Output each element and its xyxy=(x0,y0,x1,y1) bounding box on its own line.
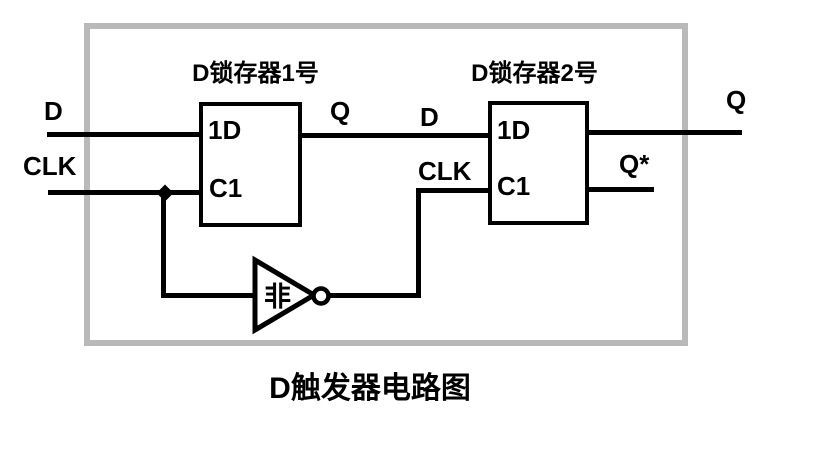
inverter-label: 非 xyxy=(264,282,291,312)
wire-inverter-output xyxy=(327,293,421,298)
inverter-bubble xyxy=(311,286,331,306)
latch1-pin-1d: 1D xyxy=(208,115,242,145)
wire-inverter-input xyxy=(161,293,256,298)
wire-q-output xyxy=(587,130,742,135)
label-output-qstar: Q* xyxy=(619,149,650,179)
diagram-caption: D触发器电路图 xyxy=(269,372,471,405)
label-latch2-d: D xyxy=(420,102,439,132)
diagram-frame xyxy=(84,23,688,346)
wire-clk-input xyxy=(48,190,199,195)
label-latch2-clk: CLK xyxy=(418,156,472,186)
label-latch1-q: Q xyxy=(330,96,351,126)
latch2-title: D锁存器2号 xyxy=(471,60,598,87)
latch2-pin-c1: C1 xyxy=(497,171,531,201)
latch2-box xyxy=(488,101,589,225)
inverter-triangle xyxy=(252,255,319,335)
latch1-pin-c1: C1 xyxy=(209,173,243,203)
wire-clk2-riser xyxy=(416,188,421,298)
wire-clk2-input xyxy=(416,188,490,193)
inverter-gate: 非 xyxy=(252,255,331,335)
wire-clk-branch-down xyxy=(161,192,166,298)
label-input-d: D xyxy=(44,96,63,126)
latch1-box xyxy=(199,102,302,227)
wire-d-input xyxy=(47,132,200,137)
label-input-clk: CLK xyxy=(23,151,77,181)
wire-q1-to-d2 xyxy=(300,133,490,138)
wire-qstar-output xyxy=(587,187,654,192)
label-output-q: Q xyxy=(726,85,747,115)
latch2-pin-1d: 1D xyxy=(497,115,531,145)
latch1-title: D锁存器1号 xyxy=(192,60,319,87)
